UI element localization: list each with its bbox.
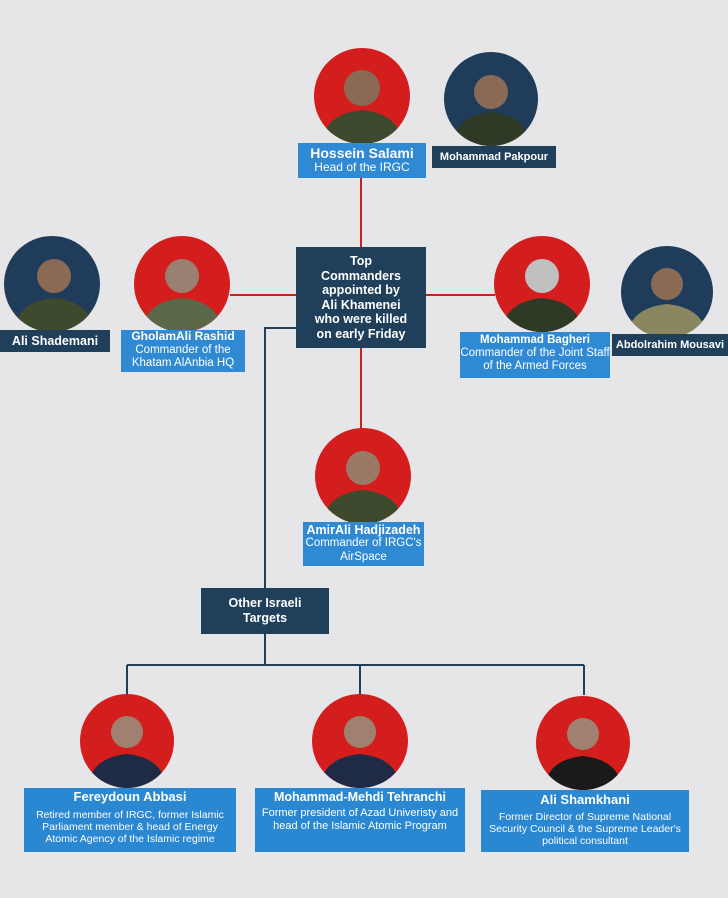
person-silhouette-icon [322,70,402,144]
caption-tehranchi: Mohammad-Mehdi Tehranchi Former presiden… [255,788,465,852]
portrait-bagheri [494,236,590,332]
portrait-salami [314,48,410,144]
portrait-pakpour [444,52,538,146]
caption-shademani: Ali Shademani [0,330,110,352]
desc-rashid: Commander of the Khatam AlAnbia HQ [131,343,235,370]
caption-abbasi: Fereydoun Abbasi Retired member of IRGC,… [24,788,236,852]
portrait-abbasi [80,694,174,788]
person-silhouette-icon [14,259,94,332]
desc-tehranchi: Former president of Azad Univeristy and … [261,807,459,833]
person-silhouette-icon [88,716,166,788]
caption-mousavi: Abdolrahim Mousavi [612,334,728,356]
name-pakpour: Mohammad Pakpour [439,151,549,163]
portrait-mousavi [621,246,713,338]
other-israeli-targets-box: Other Israeli Targets [201,588,329,634]
caption-pakpour: Mohammad Pakpour [432,146,556,168]
line-center-other [264,327,296,588]
name-bagheri: Mohammad Bagheri [480,334,590,346]
desc-abbasi: Retired member of IRGC, former Islamic P… [36,808,224,846]
person-silhouette-icon [320,716,400,788]
portrait-shamkhani [536,696,630,790]
desc-shamkhani: Former Director of Supreme National Secu… [489,810,681,848]
caption-hadjizadeh: AmirAli Hadjizadeh Commander of IRGC's A… [303,522,424,566]
person-silhouette-icon [323,451,403,524]
name-shamkhani: Ali Shamkhani [540,792,630,807]
desc-bagheri: Commander of the Joint Staff of the Arme… [460,347,610,373]
portrait-shademani [4,236,100,332]
name-hadjizadeh: AmirAli Hadjizadeh [306,523,421,537]
person-silhouette-icon [142,259,222,332]
name-tehranchi: Mohammad-Mehdi Tehranchi [273,790,446,804]
person-silhouette-icon [452,75,530,146]
caption-rashid: GholamAli Rashid Commander of the Khatam… [121,329,245,372]
caption-bagheri: Mohammad Bagheri Commander of the Joint … [460,332,610,378]
caption-shamkhani: Ali Shamkhani Former Director of Supreme… [481,790,689,852]
caption-salami: Hossein Salami Head of the IRGC [298,143,426,178]
portrait-rashid [134,236,230,332]
person-silhouette-icon [544,718,622,790]
person-silhouette-icon [502,259,582,332]
name-shademani: Ali Shademani [11,334,99,348]
name-rashid: GholamAli Rashid [131,329,235,343]
name-salami: Hossein Salami [310,145,414,161]
name-abbasi: Fereydoun Abbasi [73,789,187,804]
portrait-tehranchi [312,694,408,788]
desc-salami: Head of the IRGC [314,160,410,175]
top-commanders-box: Top Commanders appointed by Ali Khamenei… [296,247,426,348]
person-silhouette-icon [627,268,707,338]
desc-hadjizadeh: Commander of IRGC's AirSpace [305,537,422,563]
name-mousavi: Abdolrahim Mousavi [615,339,725,351]
portrait-hadjizadeh [315,428,411,524]
